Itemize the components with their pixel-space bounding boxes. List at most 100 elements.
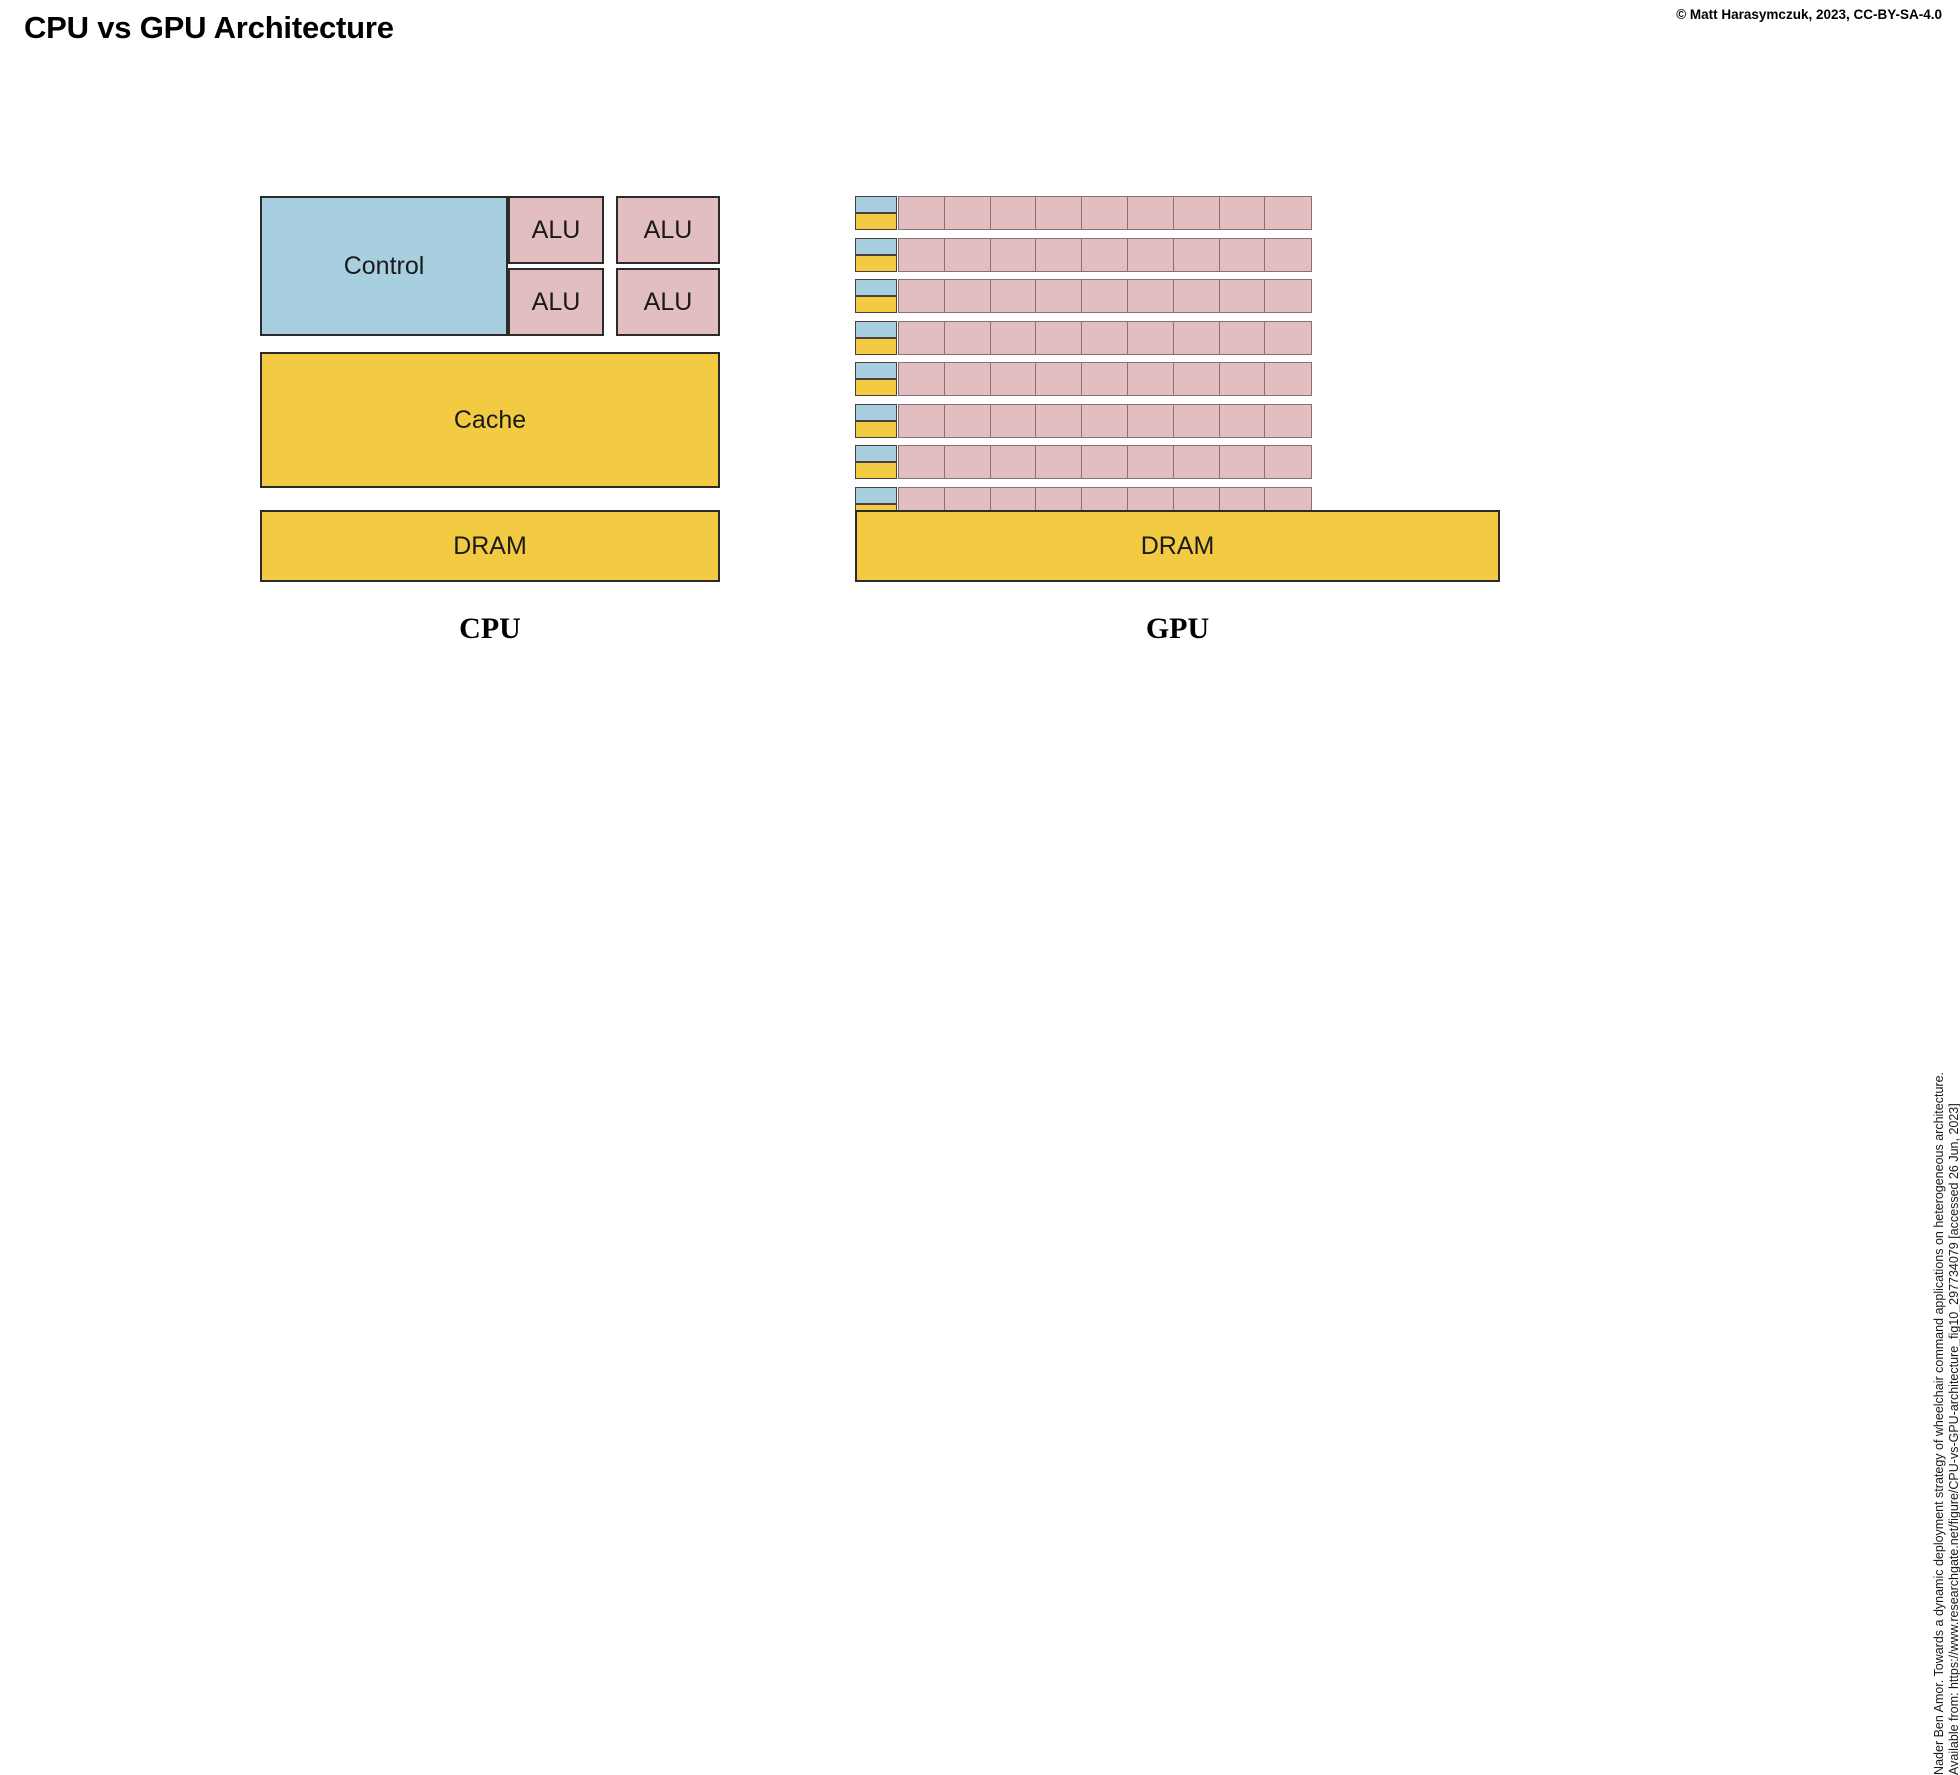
gpu-alu-cell-r2-c7 (1172, 237, 1221, 272)
gpu-alu-cell-r1-c1 (898, 196, 946, 230)
gpu-alu-cell-r7-c3 (989, 445, 1037, 479)
gpu-alu-cell-r6-c1 (898, 403, 946, 438)
gpu-alu-cell-r3-c6 (1127, 279, 1175, 313)
gpu-alu-cell-r4-c2 (943, 320, 992, 355)
gpu-alu-cell-r2-c9 (1264, 237, 1312, 272)
gpu-alu-cell-r5-c9 (1264, 362, 1312, 396)
gpu-alu-cell-r5-c7 (1172, 362, 1221, 396)
gpu-alu-cell-r1-c2 (943, 196, 992, 230)
cpu-alu-block-1: ALU (508, 196, 604, 264)
gpu-alu-cell-r5-c3 (989, 362, 1037, 396)
gpu-alu-cell-r4-c6 (1127, 320, 1175, 355)
gpu-unit-label: GPU (1145, 612, 1210, 645)
gpu-alu-cell-r6-c2 (943, 403, 992, 438)
gpu-alu-cell-r7-c5 (1081, 445, 1129, 479)
gpu-alu-cell-r4-c4 (1035, 320, 1083, 355)
gpu-control-block-row-5 (855, 362, 897, 379)
gpu-alu-cell-r7-c9 (1264, 445, 1312, 479)
copyright-notice: © Matt Harasymczuk, 2023, CC-BY-SA-4.0 (1676, 7, 1942, 22)
cpu-alu-block-2: ALU (616, 196, 720, 264)
gpu-alu-cell-r3-c2 (943, 279, 992, 313)
gpu-alu-cell-r7-c6 (1127, 445, 1175, 479)
gpu-alu-cell-r1-c4 (1035, 196, 1083, 230)
gpu-alu-cell-r6-c8 (1218, 403, 1266, 438)
gpu-alu-cell-r2-c1 (898, 237, 946, 272)
gpu-alu-cell-r7-c4 (1035, 445, 1083, 479)
gpu-alu-cell-r6-c5 (1081, 403, 1129, 438)
gpu-alu-cell-r7-c2 (943, 445, 992, 479)
cpu-unit-label: CPU (459, 612, 521, 645)
gpu-alu-cell-r3-c8 (1218, 279, 1266, 313)
gpu-alu-cell-r7-c7 (1172, 445, 1221, 479)
gpu-alu-cell-r2-c3 (989, 237, 1037, 272)
gpu-cache-block-row-7 (855, 462, 897, 479)
gpu-alu-cell-r1-c7 (1172, 196, 1221, 230)
gpu-alu-cell-r2-c6 (1127, 237, 1175, 272)
cpu-dram-label: DRAM (453, 531, 527, 560)
attribution-line-2: Available from: https://www.researchgate… (1947, 1103, 1960, 1775)
gpu-alu-cell-r2-c2 (943, 237, 992, 272)
cpu-control-label: Control (343, 251, 425, 280)
gpu-cache-block-row-2 (855, 254, 897, 272)
gpu-cache-block-row-5 (855, 379, 897, 396)
gpu-alu-cell-r3-c4 (1035, 279, 1083, 313)
gpu-alu-cell-r3-c5 (1081, 279, 1129, 313)
gpu-control-block-row-2 (855, 237, 897, 255)
gpu-alu-cell-r6-c6 (1127, 403, 1175, 438)
gpu-alu-cell-r3-c3 (989, 279, 1037, 313)
gpu-alu-cell-r2-c8 (1218, 237, 1266, 272)
gpu-alu-cell-r6-c3 (989, 403, 1037, 438)
gpu-alu-cell-r4-c5 (1081, 320, 1129, 355)
cpu-dram-block: DRAM (260, 510, 720, 582)
gpu-alu-cell-r1-c6 (1127, 196, 1175, 230)
gpu-alu-cell-r4-c1 (898, 320, 946, 355)
gpu-control-block-row-4 (855, 320, 897, 338)
gpu-alu-cell-r1-c9 (1264, 196, 1312, 230)
architecture-diagram: Control ALU ALU ALU ALU Cache DRAM CPU D… (260, 196, 1500, 645)
gpu-control-block-row-6 (855, 403, 897, 421)
cpu-alu-block-4: ALU (616, 268, 720, 336)
gpu-alu-cell-r7-c8 (1218, 445, 1266, 479)
gpu-alu-cell-r6-c9 (1264, 403, 1312, 438)
cpu-control-block: Control (260, 196, 508, 336)
gpu-dram-block: DRAM (855, 510, 1500, 582)
gpu-control-block-row-3 (855, 279, 897, 296)
cpu-alu-block-3: ALU (508, 268, 604, 336)
gpu-alu-cell-r3-c7 (1172, 279, 1221, 313)
gpu-alu-cell-r1-c3 (989, 196, 1037, 230)
gpu-cache-block-row-4 (855, 337, 897, 355)
gpu-alu-cell-r1-c8 (1218, 196, 1266, 230)
cpu-alu-label-3: ALU (531, 287, 581, 316)
gpu-alu-cell-r5-c6 (1127, 362, 1175, 396)
gpu-alu-cell-r7-c1 (898, 445, 946, 479)
page-title: CPU vs GPU Architecture (24, 10, 394, 45)
gpu-cache-block-row-6 (855, 420, 897, 438)
gpu-dram-label: DRAM (1140, 531, 1215, 560)
gpu-alu-cell-r5-c5 (1081, 362, 1129, 396)
cpu-alu-label-2: ALU (643, 215, 693, 244)
gpu-alu-cell-r5-c1 (898, 362, 946, 396)
gpu-control-block-row-7 (855, 445, 897, 462)
gpu-alu-cell-r4-c8 (1218, 320, 1266, 355)
gpu-control-block-row-8 (855, 486, 897, 504)
gpu-alu-cell-r3-c9 (1264, 279, 1312, 313)
gpu-alu-cell-r2-c5 (1081, 237, 1129, 272)
gpu-alu-cell-r6-c4 (1035, 403, 1083, 438)
cpu-cache-label: Cache (453, 405, 527, 434)
cpu-alu-label-1: ALU (531, 215, 581, 244)
gpu-alu-cell-r3-c1 (898, 279, 946, 313)
gpu-alu-cell-r1-c5 (1081, 196, 1129, 230)
cpu-alu-label-4: ALU (643, 287, 693, 316)
gpu-alu-cell-r4-c3 (989, 320, 1037, 355)
cpu-cache-block: Cache (260, 352, 720, 488)
attribution-text: Nader Ben Amor. Towards a dynamic deploy… (1932, 1072, 1960, 1775)
gpu-cache-block-row-3 (855, 296, 897, 313)
gpu-alu-cell-r5-c2 (943, 362, 992, 396)
attribution-line-1: Nader Ben Amor. Towards a dynamic deploy… (1932, 1072, 1946, 1775)
gpu-alu-cell-r6-c7 (1172, 403, 1221, 438)
gpu-alu-cell-r5-c4 (1035, 362, 1083, 396)
gpu-alu-cell-r4-c7 (1172, 320, 1221, 355)
gpu-alu-cell-r5-c8 (1218, 362, 1266, 396)
gpu-alu-cell-r2-c4 (1035, 237, 1083, 272)
gpu-control-block-row-1 (855, 196, 897, 213)
